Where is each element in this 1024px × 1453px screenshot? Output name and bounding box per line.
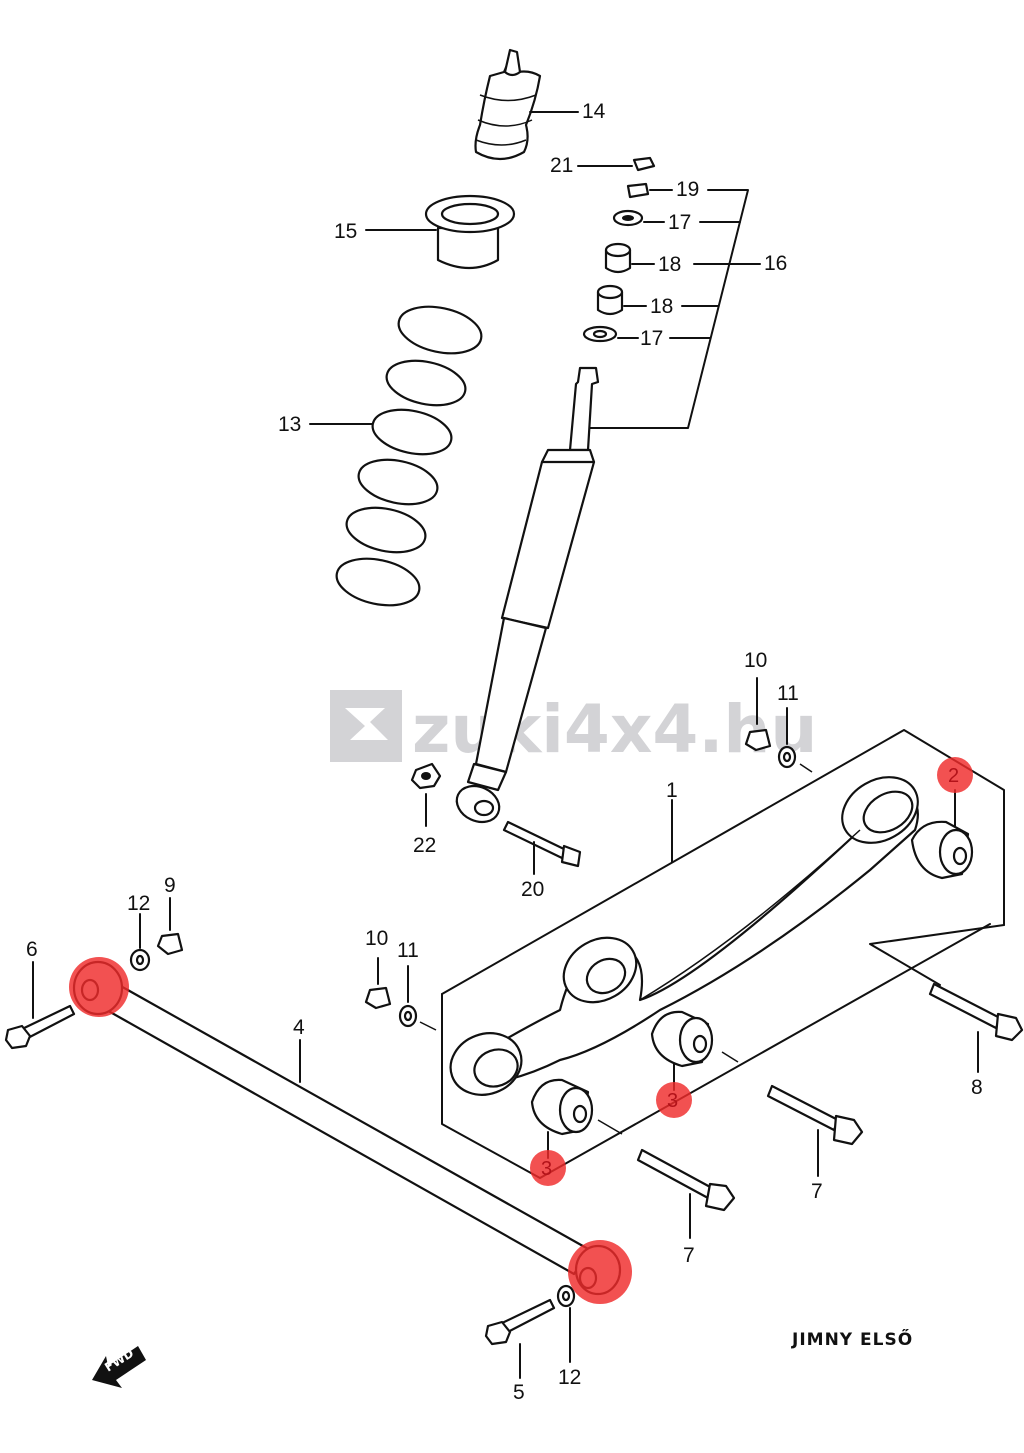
- label-17-upper: 17: [668, 211, 691, 234]
- nut-10-upper: [744, 728, 772, 752]
- label-10-lower: 10: [365, 927, 388, 950]
- bump-stop: [474, 48, 542, 161]
- label-19: 19: [676, 178, 699, 201]
- label-6: 6: [26, 938, 38, 961]
- bolt-6: [4, 1004, 76, 1050]
- label-22: 22: [413, 834, 436, 857]
- coil-spring: [335, 305, 483, 607]
- label-20: 20: [521, 878, 544, 901]
- control-arm-assembly: [441, 729, 1005, 1179]
- label-11-upper: 11: [777, 682, 799, 705]
- bolt-7-left: [636, 1148, 736, 1212]
- bolt-5: [484, 1298, 556, 1346]
- label-1: 1: [666, 779, 678, 802]
- highlight-rod-bushing-left: [69, 957, 129, 1017]
- bushing-18-upper: [604, 242, 632, 274]
- label-7-right: 7: [811, 1180, 823, 1203]
- nut-21: [632, 156, 656, 172]
- highlight-rod-bushing-right: [568, 1240, 632, 1304]
- label-16: 16: [764, 252, 787, 275]
- washer-17-upper: [612, 209, 644, 227]
- shock-absorber: [455, 366, 600, 824]
- label-3-right: 3: [667, 1090, 678, 1112]
- label-13: 13: [278, 413, 301, 436]
- label-4: 4: [293, 1016, 305, 1039]
- highlight-bushing-3-left: [530, 1150, 566, 1186]
- nut-22: [410, 762, 442, 790]
- diagram-caption: JIMNY ELSŐ: [791, 1328, 913, 1350]
- lateral-rod: [72, 960, 622, 1296]
- label-2: 2: [948, 765, 959, 787]
- bushing-18-lower: [596, 284, 624, 316]
- washer-11-lower: [398, 1004, 418, 1028]
- bolt-7-right: [766, 1084, 864, 1146]
- nut-19: [626, 182, 650, 199]
- label-15: 15: [334, 220, 357, 243]
- bolt-20: [502, 820, 582, 868]
- label-21: 21: [550, 154, 573, 177]
- label-18-lower: 18: [650, 295, 673, 318]
- label-8: 8: [971, 1076, 983, 1099]
- label-3-left: 3: [541, 1158, 552, 1180]
- highlight-bushing-2: [937, 757, 973, 793]
- label-5: 5: [513, 1381, 525, 1404]
- label-7-left: 7: [683, 1244, 695, 1267]
- watermark: zuki4x4.hu: [330, 690, 817, 768]
- washer-12-lower: [556, 1284, 576, 1308]
- label-11-lower: 11: [397, 939, 419, 962]
- washer-17-lower: [582, 325, 618, 343]
- highlight-bushing-3-right: [656, 1082, 692, 1118]
- spring-seat: [424, 194, 516, 270]
- nut-10-lower: [364, 986, 392, 1010]
- bolt-8: [928, 982, 1024, 1042]
- label-18-upper: 18: [658, 253, 681, 276]
- washer-11-upper: [777, 745, 797, 769]
- label-14: 14: [582, 100, 606, 123]
- fwd-arrow-icon: FWD: [92, 1346, 146, 1388]
- label-9: 9: [164, 874, 176, 897]
- nut-9: [156, 932, 184, 956]
- callout-labels: 14 21 19 17 15 18 16 18 17 13 10 11 1 2 …: [26, 100, 983, 1404]
- label-10-upper: 10: [744, 649, 767, 672]
- label-12-lower: 12: [558, 1366, 581, 1389]
- label-12-upper: 12: [127, 892, 150, 915]
- washer-12-upper: [129, 948, 151, 972]
- label-17-lower: 17: [640, 327, 663, 350]
